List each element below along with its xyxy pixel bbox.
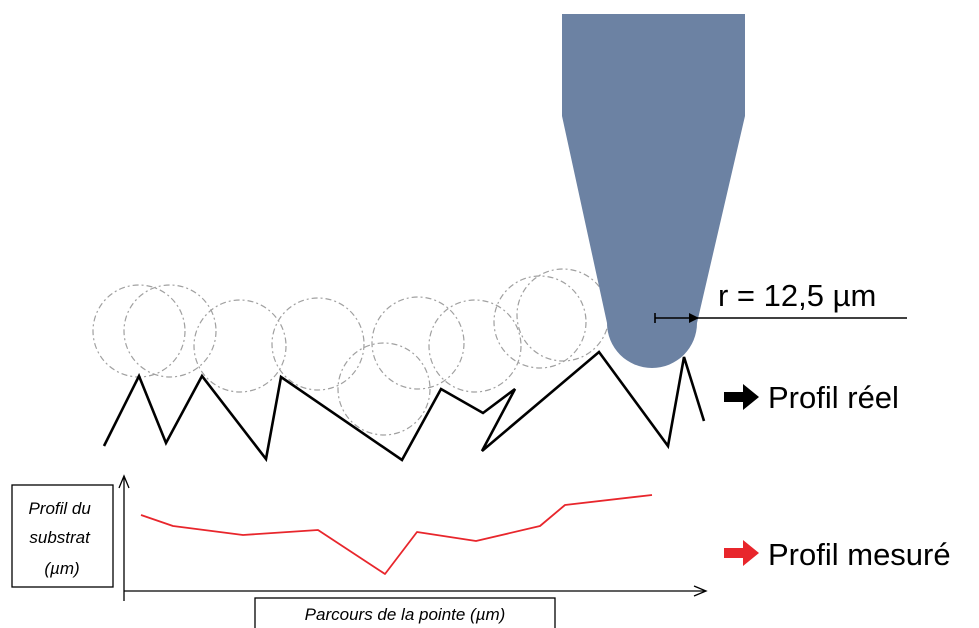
tip-position-circle: [92, 284, 186, 378]
tip-position-circle: [123, 284, 217, 378]
y-axis-label-line: Profil du: [28, 499, 91, 518]
x-axis-label-box: [254, 597, 556, 628]
y-axis-label: Profil du substrat (µm): [28, 499, 95, 578]
x-axis-label: Parcours de la pointe (µm): [305, 605, 506, 624]
y-axis-label-line: substrat: [29, 528, 91, 547]
real-profile-line: [102, 350, 706, 463]
plot-axes: [118, 474, 708, 601]
tip-position-circle: [371, 296, 465, 390]
measured-profile-line: [140, 494, 653, 575]
tip-position-circle: [493, 275, 587, 369]
measured-profile-label: Profil mesuré: [768, 537, 951, 572]
right-arrow-icon: [724, 384, 759, 410]
tip-position-circle: [193, 299, 287, 393]
tip-position-circle: [428, 299, 522, 393]
radius-indicator: [654, 313, 907, 323]
y-axis-label-box: [11, 484, 114, 588]
y-axis-arrowhead: [118, 474, 130, 489]
real-profile-label: Profil réel: [768, 380, 899, 415]
radius-arrowhead: [689, 313, 699, 323]
radius-label: r = 12,5 µm: [718, 278, 876, 313]
right-arrow-icon: [724, 540, 759, 566]
y-axis-label-line: (µm): [44, 559, 79, 578]
tip-position-circle: [337, 342, 431, 436]
x-axis-arrowhead: [693, 585, 708, 597]
tip-position-circle: [271, 297, 365, 391]
measuring-tip: [562, 14, 745, 368]
